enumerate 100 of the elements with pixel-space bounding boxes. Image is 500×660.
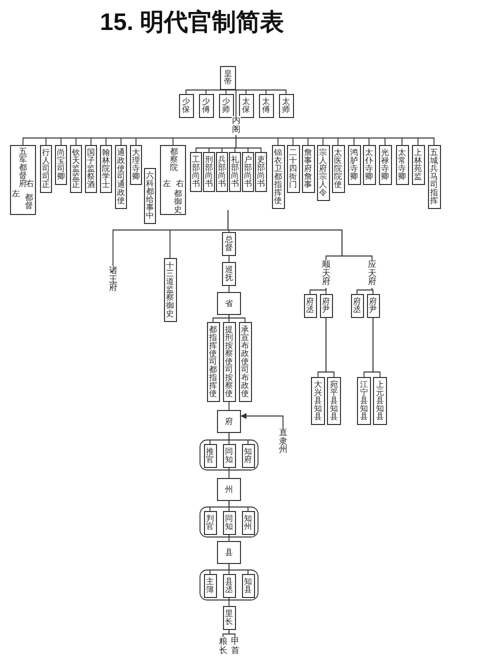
- office-box: [302, 145, 314, 193]
- connector-line: [228, 314, 246, 322]
- office-label: 刑部尚书: [205, 156, 213, 188]
- office-box: [242, 574, 254, 598]
- office-label: 兵部尚书: [218, 156, 226, 188]
- office-label: 户部尚书: [244, 156, 252, 188]
- office-label: 江宁县知县: [360, 381, 368, 421]
- connector-line: [212, 314, 230, 322]
- office-box: [222, 444, 236, 468]
- office-box: [222, 606, 236, 630]
- arrow: [240, 413, 284, 428]
- office-box: [115, 145, 127, 209]
- office-label: 钦天监监正: [72, 149, 80, 189]
- office-box: [204, 444, 216, 468]
- office-label: 太常寺卿: [398, 149, 406, 181]
- office-label: 少保: [182, 98, 190, 114]
- office-label: 大兴县知县: [314, 381, 322, 421]
- office-box: [70, 145, 82, 193]
- office-box: [272, 145, 284, 209]
- office-box: [218, 94, 234, 118]
- office-label: 左: [12, 190, 20, 198]
- office-label: 右: [26, 180, 34, 188]
- office-box: [373, 377, 387, 425]
- office-label: 同知: [225, 448, 233, 464]
- office-box: [55, 145, 67, 185]
- office-box: [206, 322, 220, 402]
- office-label: 工部尚书: [192, 156, 200, 188]
- office-label: 五军都督府: [19, 148, 27, 188]
- office-box: [304, 294, 316, 318]
- office-box: [164, 258, 176, 322]
- office-label: 府丞: [353, 298, 361, 314]
- office-label: 府丞: [306, 298, 314, 314]
- office-label: 右: [176, 180, 184, 188]
- office-label: 鸿胪寺卿: [350, 149, 358, 181]
- office-label: 巡抚: [225, 266, 233, 282]
- office-label: 诸王府: [108, 266, 118, 294]
- connector-line: [228, 630, 236, 638]
- office-label: 都察院: [170, 148, 178, 172]
- office-box: [100, 145, 112, 193]
- office-label: 府尹: [369, 298, 377, 314]
- office-label: 太仆寺卿: [365, 149, 373, 181]
- office-label: 内阁: [232, 116, 240, 135]
- office-box: [217, 541, 241, 564]
- office-box: [217, 478, 241, 501]
- office-box: [160, 145, 186, 215]
- office-label: 太保: [242, 98, 250, 114]
- office-box: [222, 262, 236, 286]
- office-label: 总督: [225, 236, 233, 252]
- office-box: [242, 444, 254, 468]
- office-box: [220, 66, 236, 90]
- office-label: 判官: [206, 515, 214, 531]
- office-box: [316, 145, 330, 201]
- office-box: [178, 94, 194, 118]
- office-box: [238, 94, 254, 118]
- office-label: 主簿: [206, 578, 214, 594]
- office-label: 太医院院使: [334, 149, 342, 189]
- connector-line: [228, 468, 230, 478]
- office-label: 二十四衙门: [289, 149, 297, 189]
- office-label: 吏部尚书: [257, 156, 265, 188]
- office-box: [258, 94, 274, 118]
- office-box: [217, 410, 241, 433]
- office-label: 五城兵马司指挥: [430, 149, 438, 205]
- office-label: 都指挥使司都指挥使: [209, 326, 217, 398]
- office-label: 上林苑监: [414, 149, 422, 181]
- office-box: [242, 152, 254, 192]
- connector-line: [310, 287, 326, 294]
- office-box: [222, 232, 236, 256]
- office-label: 国子监祭酒: [87, 149, 95, 189]
- connector-line: [228, 500, 248, 512]
- office-box: [130, 145, 142, 185]
- connector-line: [372, 318, 380, 378]
- office-box: [350, 294, 364, 318]
- office-label: 里长: [225, 610, 233, 626]
- office-label: 上元县知县: [376, 381, 384, 421]
- office-label: 同知: [225, 515, 233, 531]
- office-label: 粮长: [218, 637, 228, 656]
- office-label: 知州: [244, 515, 252, 531]
- office-label: 六科都给事中: [146, 172, 154, 220]
- office-box: [40, 145, 52, 193]
- office-box: [286, 145, 300, 193]
- office-box: [396, 145, 408, 185]
- office-box: [320, 294, 332, 318]
- office-label: 少傅: [202, 98, 210, 114]
- office-label: 通政使司通政使: [117, 149, 125, 205]
- office-box: [198, 94, 214, 118]
- office-box: [204, 511, 216, 535]
- office-box: [85, 145, 97, 193]
- office-label: 左: [163, 180, 171, 188]
- office-label: 县: [225, 548, 233, 556]
- connector-line: [228, 402, 230, 410]
- office-label: 府: [225, 418, 233, 426]
- office-label: 都督: [25, 194, 33, 210]
- office-box: [222, 322, 236, 402]
- office-label: 尚宝司卿: [57, 149, 65, 181]
- office-box: [278, 94, 294, 118]
- office-box: [229, 152, 241, 192]
- connector-line: [372, 287, 374, 294]
- connector-line: [228, 286, 230, 292]
- office-box: [357, 377, 371, 425]
- office-label: 县丞: [225, 578, 233, 594]
